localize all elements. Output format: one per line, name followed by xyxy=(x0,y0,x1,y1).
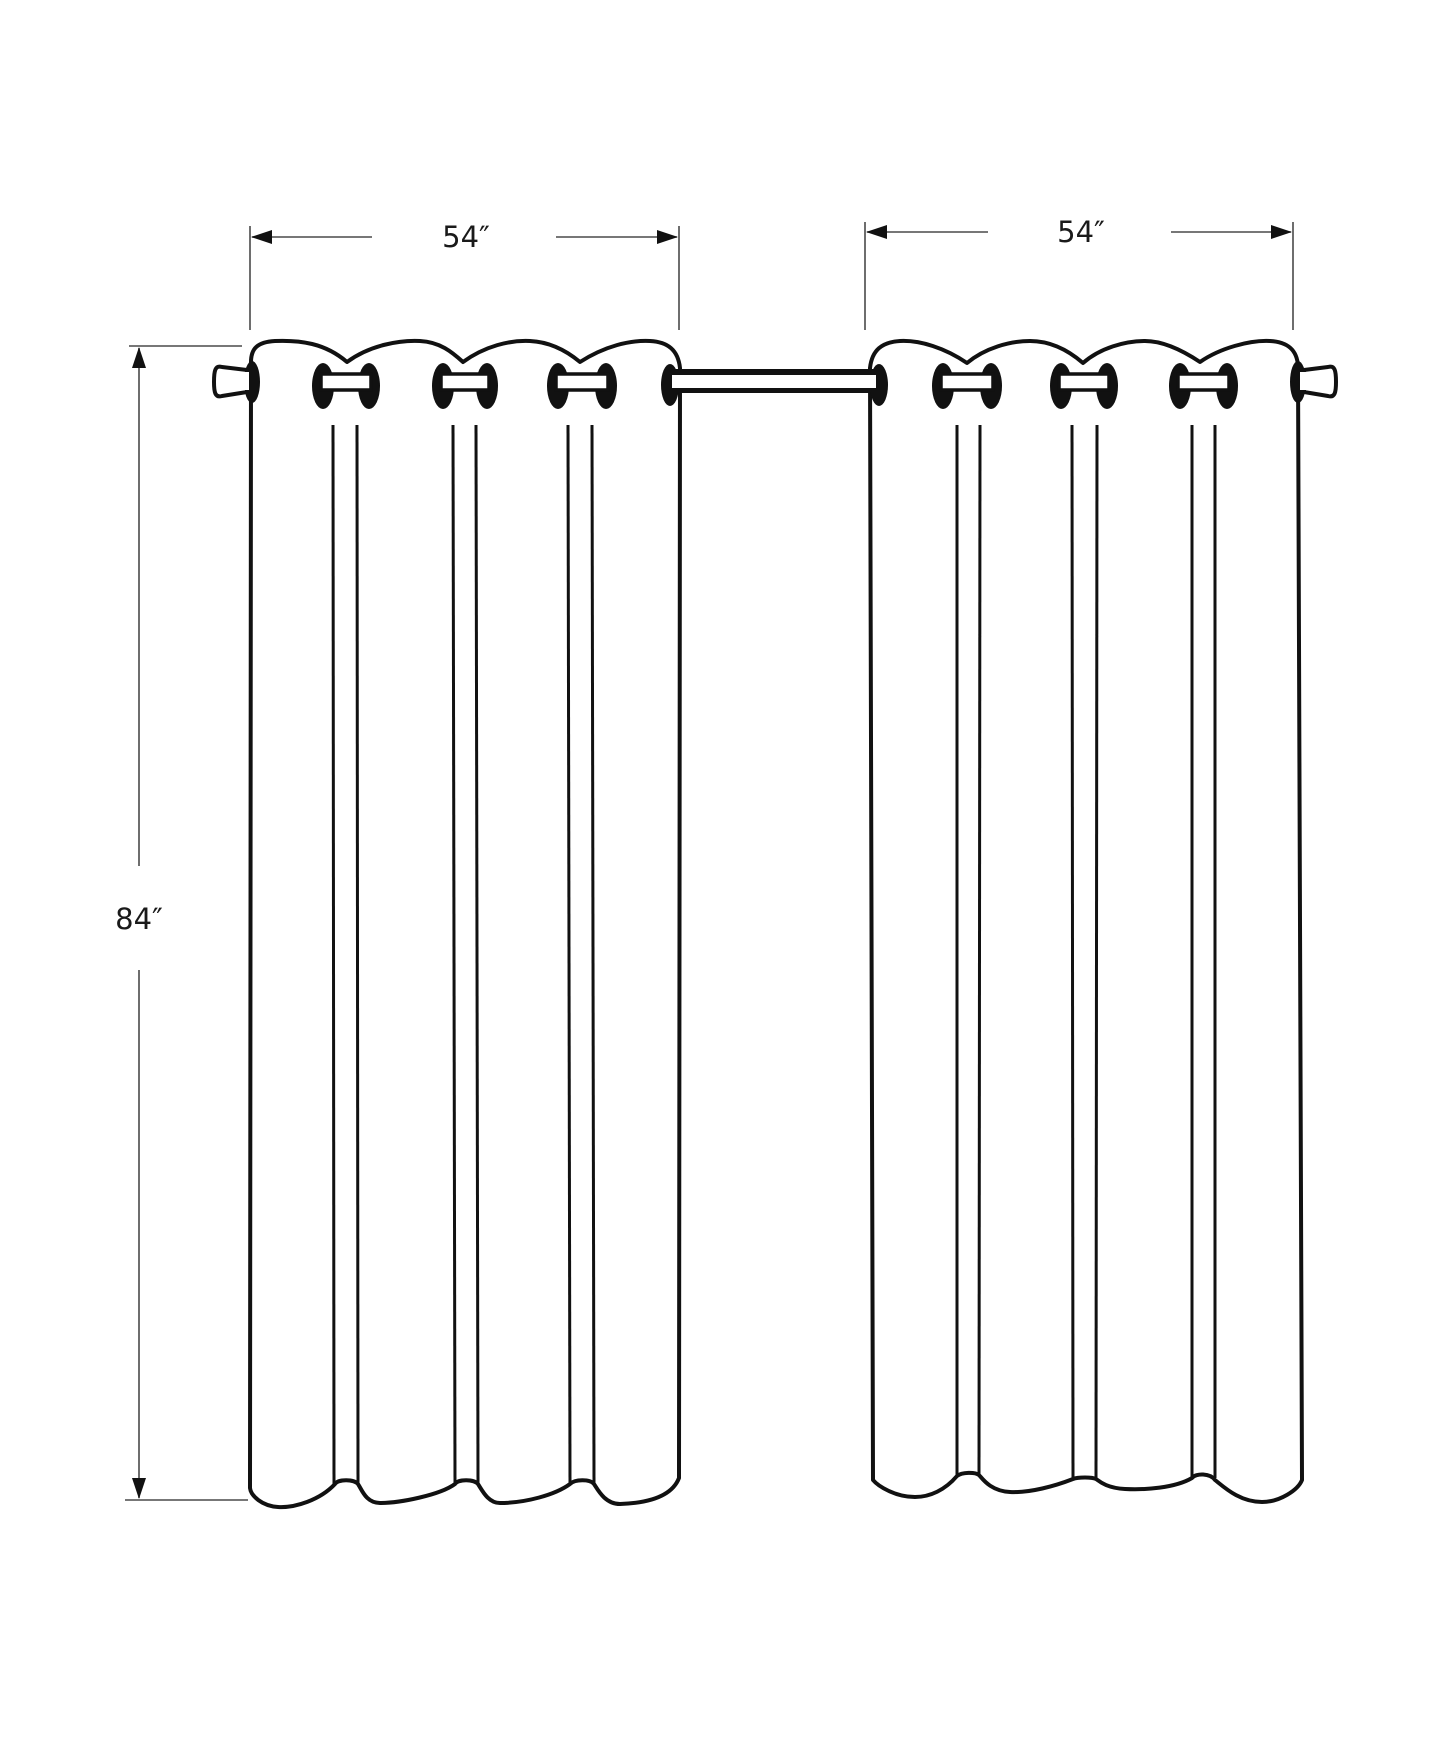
right-width-dimension: 54″ xyxy=(864,215,1294,330)
height-label: 84″ xyxy=(115,902,163,936)
grommet xyxy=(432,363,498,409)
left-width-label: 54″ xyxy=(442,220,490,254)
left-finial-icon xyxy=(212,361,260,403)
right-panel-outline xyxy=(868,338,1304,1504)
grommet xyxy=(1050,363,1118,409)
left-width-dimension: 54″ xyxy=(249,220,680,330)
arrow-left-icon xyxy=(251,230,272,244)
left-curtain-panel xyxy=(248,338,682,1510)
height-dimension: 84″ xyxy=(115,345,248,1501)
grommet xyxy=(547,363,617,409)
arrow-right-icon xyxy=(1271,225,1292,239)
arrow-down-icon xyxy=(132,1478,146,1499)
curtain-rod xyxy=(661,364,888,406)
left-panel-pleats xyxy=(331,424,596,1485)
arrow-up-icon xyxy=(132,347,146,368)
grommet xyxy=(312,363,380,409)
right-curtain-panel xyxy=(868,338,1304,1504)
arrow-left-icon xyxy=(866,225,887,239)
right-finial-icon xyxy=(1290,361,1338,403)
right-panel-pleats xyxy=(955,424,1217,1480)
left-panel-outline xyxy=(248,338,682,1510)
arrow-right-icon xyxy=(657,230,678,244)
grommet xyxy=(1169,363,1238,409)
grommet xyxy=(932,363,1002,409)
right-width-label: 54″ xyxy=(1057,215,1105,249)
